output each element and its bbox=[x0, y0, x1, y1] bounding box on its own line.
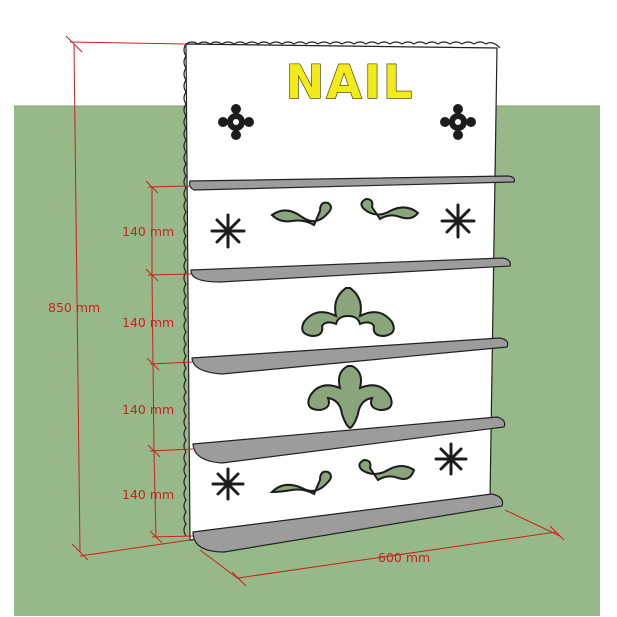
scroll-ornament-lower-middle bbox=[307, 365, 393, 430]
sign-title: NAIL bbox=[286, 55, 415, 109]
shelf-3 bbox=[191, 337, 509, 375]
shelf-gap-label-1: 140 mm bbox=[122, 224, 174, 239]
width-dimension-label: 600 mm bbox=[378, 550, 430, 565]
scroll-ornament-middle bbox=[301, 287, 395, 338]
back-panel-scalloped-left-edge bbox=[183, 43, 187, 537]
shelf-gap-label-2: 140 mm bbox=[122, 315, 174, 330]
shelf-4 bbox=[192, 416, 506, 464]
star-ornament-upper-left bbox=[210, 213, 246, 249]
star-ornament-upper-right bbox=[440, 203, 476, 239]
ornament-top-right bbox=[440, 104, 476, 140]
shelf-gap-label-3: 140 mm bbox=[122, 402, 174, 417]
back-panel-scalloped-top-edge bbox=[185, 41, 501, 49]
shelf-5 bbox=[192, 493, 504, 553]
width-dimension bbox=[199, 509, 565, 587]
swirl-ornament-lower-left bbox=[269, 470, 332, 496]
shelf-1 bbox=[188, 175, 515, 191]
height-dimension-label: 850 mm bbox=[48, 300, 100, 315]
star-ornament-lower-left bbox=[211, 467, 245, 501]
swirl-ornament-upper-right bbox=[360, 197, 420, 221]
swirl-ornament-lower-right bbox=[358, 458, 416, 482]
shelf-gap-label-4: 140 mm bbox=[122, 487, 174, 502]
shelf-gap-dimensions bbox=[145, 180, 194, 544]
ornament-top-left bbox=[218, 104, 254, 140]
shelf-2 bbox=[190, 257, 511, 283]
swirl-ornament-upper-left bbox=[270, 201, 332, 227]
height-dimension bbox=[65, 35, 191, 561]
star-ornament-lower-right bbox=[434, 442, 468, 476]
